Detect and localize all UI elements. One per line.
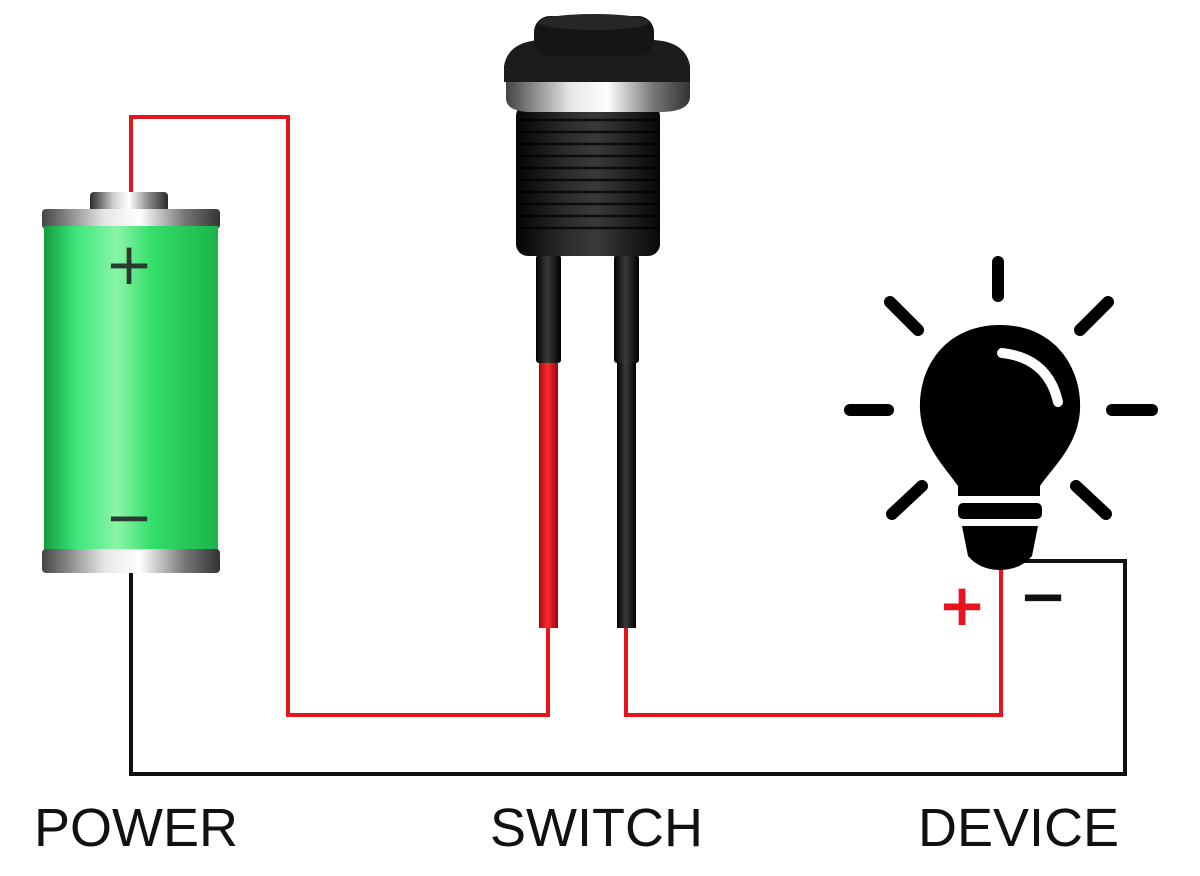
device-label: DEVICE (918, 798, 1120, 858)
switch-red-lead (539, 355, 558, 628)
battery-top-terminal (90, 192, 168, 214)
switch-black-lead (617, 355, 636, 628)
battery-bottom-cap (42, 549, 220, 573)
power-label: POWER (34, 798, 239, 858)
device-minus-sign: − (1019, 562, 1068, 630)
bulb-base-ring-1 (958, 503, 1042, 519)
switch-threads (518, 118, 658, 230)
light-bulb (844, 256, 1158, 570)
switched-wire-to-device (624, 570, 1003, 717)
bulb-highlight (997, 348, 1063, 407)
battery-plus-sign: + (105, 230, 154, 298)
wires (129, 115, 1127, 776)
battery-top-cap (42, 209, 220, 229)
switch-right-sleeve (614, 255, 639, 363)
device-plus-sign: + (938, 571, 987, 639)
switch-label: SWITCH (490, 798, 703, 858)
battery-body (44, 226, 218, 554)
battery: + − (42, 192, 220, 573)
battery-minus-sign: − (105, 483, 154, 551)
bulb-rays (844, 256, 1158, 520)
negative-return-wire (129, 559, 1127, 776)
push-button-switch (504, 14, 690, 628)
bulb-base (962, 526, 1038, 570)
positive-wire-battery-to-switch (129, 115, 550, 717)
switch-button-top (538, 14, 650, 30)
switch-left-sleeve (536, 255, 561, 363)
